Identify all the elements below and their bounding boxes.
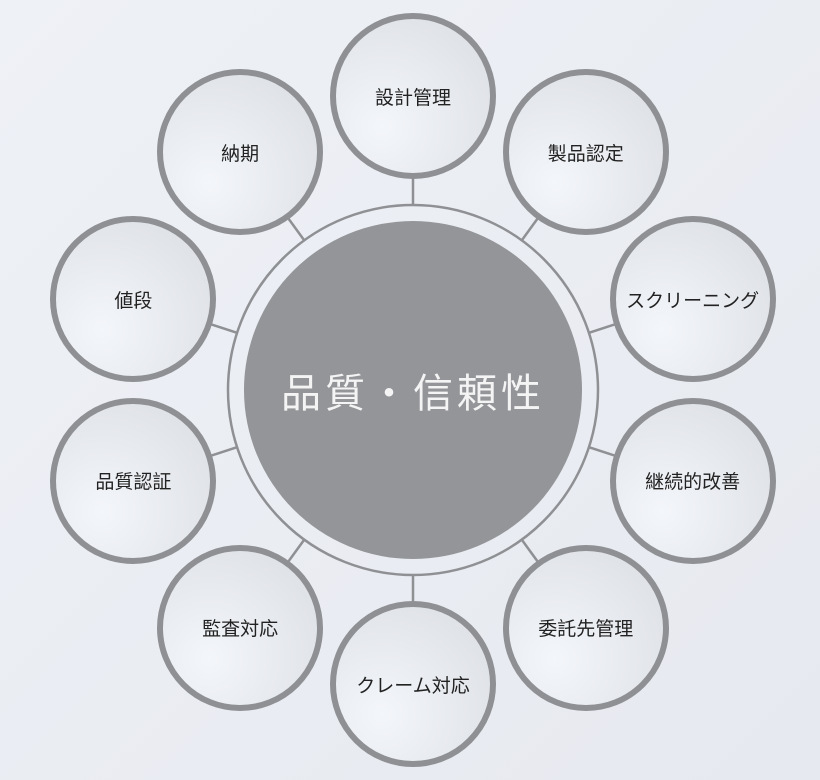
topic-node: 値段 [50, 216, 217, 383]
topic-node-label: 委託先管理 [538, 618, 634, 641]
topic-node: 監査対応 [157, 544, 324, 711]
topic-node-label: 監査対応 [202, 618, 279, 641]
topic-node: 継続的改善 [609, 397, 776, 564]
center-ring [226, 203, 600, 577]
center-label: 品質・信頼性 [281, 371, 545, 417]
connector-line [520, 538, 540, 564]
topic-node-label: 納期 [221, 142, 260, 165]
connector-line [588, 445, 617, 458]
topic-node: スクリーニング [609, 216, 776, 383]
topic-node-label: 品質認証 [95, 471, 172, 494]
topic-node: 納期 [157, 69, 324, 236]
connector-line [286, 216, 306, 242]
connector-line [520, 216, 540, 242]
topic-node-label: 継続的改善 [645, 471, 741, 494]
topic-node-label: 製品認定 [547, 142, 624, 165]
connector-line [209, 445, 238, 458]
topic-node: 委託先管理 [502, 544, 669, 711]
topic-node: 設計管理 [330, 13, 496, 179]
connector-line [209, 322, 238, 335]
topic-node-label: 設計管理 [374, 86, 451, 109]
topic-node: クレーム対応 [330, 601, 496, 767]
topic-node-label: 値段 [114, 289, 153, 312]
topic-node-label: クレーム対応 [356, 674, 470, 697]
topic-node-label: スクリーニング [626, 289, 760, 312]
connector-line [588, 322, 617, 335]
topic-node: 品質認証 [50, 397, 217, 564]
center-circle [244, 221, 582, 559]
connector-line [286, 538, 306, 564]
topic-node: 製品認定 [502, 69, 669, 236]
